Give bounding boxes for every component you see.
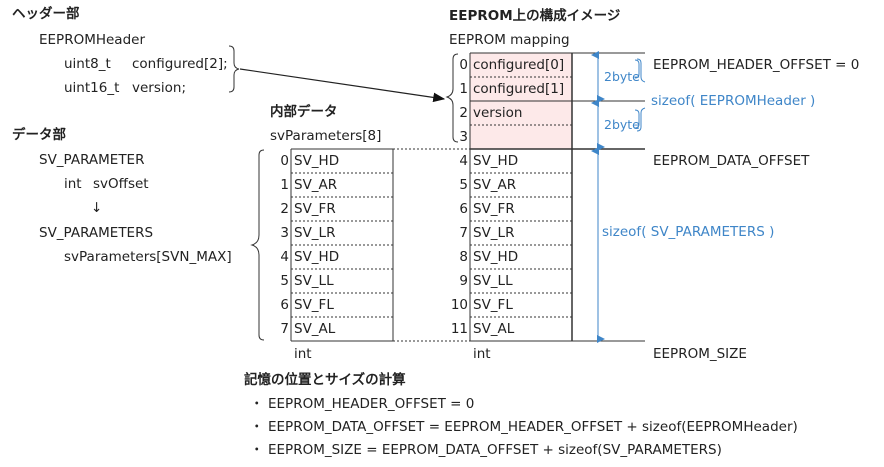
header-size-label: sizeof( EEPROMHeader ) bbox=[651, 93, 816, 109]
header-offset-label: EEPROM_HEADER_OFFSET = 0 bbox=[653, 57, 860, 73]
byte-brace bbox=[636, 58, 646, 132]
header-map-arrow bbox=[239, 68, 446, 103]
header-struct-name: EEPROMHeader bbox=[39, 32, 146, 48]
byte-a-brace bbox=[634, 59, 640, 79]
internal-row-cell: SV_AR bbox=[294, 177, 338, 193]
data-offset-label: EEPROM_DATA_OFFSET bbox=[653, 153, 810, 169]
eeprom-data-row-index: 6 bbox=[459, 201, 468, 217]
internal-row-index: 2 bbox=[280, 201, 289, 217]
eeprom-subtitle: EEPROM mapping bbox=[449, 32, 570, 48]
eeprom-header-row-index: 0 bbox=[459, 57, 468, 73]
calc-bullet-0: ・ bbox=[250, 396, 264, 412]
data-section-title: データ部 bbox=[12, 127, 66, 143]
eeprom-data-row-cell: SV_HD bbox=[473, 249, 519, 265]
eeprom-data-row-cell: SV_FR bbox=[473, 201, 515, 217]
data-size-label: sizeof( SV_PARAMETERS ) bbox=[602, 224, 775, 240]
data-array-struct: SV_PARAMETERS bbox=[39, 225, 154, 241]
internal-title: 内部データ bbox=[270, 104, 338, 120]
header-section-title: ヘッダー部 bbox=[12, 6, 80, 22]
header-field-type-1: uint16_t bbox=[64, 80, 120, 96]
internal-row-cell: SV_LR bbox=[294, 225, 336, 241]
eeprom-data-row-index: 5 bbox=[459, 177, 468, 193]
eeprom-header-row-index: 2 bbox=[459, 105, 468, 121]
internal-row-index: 5 bbox=[280, 273, 289, 289]
eeprom-data-row-cell: SV_HD bbox=[473, 153, 519, 169]
internal-row-cell: SV_HD bbox=[294, 249, 340, 265]
calc-item-0: EEPROM_HEADER_OFFSET = 0 bbox=[268, 396, 475, 412]
eeprom-header-row-cell: configured[1] bbox=[473, 81, 565, 97]
eeprom-data-row-cell: SV_LL bbox=[473, 273, 513, 289]
eeprom-data-row-index: 7 bbox=[459, 225, 468, 241]
data-field-name: svOffset bbox=[93, 176, 149, 192]
eeprom-data-row-index: 10 bbox=[450, 297, 468, 313]
calc-item-2: EEPROM_SIZE = EEPROM_DATA_OFFSET + sizeo… bbox=[268, 442, 722, 458]
eeprom-type-label: int bbox=[473, 346, 491, 362]
byte-b-label: 2byte bbox=[604, 117, 640, 132]
byte-a-label: 2byte bbox=[604, 69, 640, 84]
internal-row-cell: SV_LL bbox=[294, 273, 334, 289]
eeprom-data-row-index: 9 bbox=[459, 273, 468, 289]
internal-table-lines bbox=[290, 148, 394, 342]
eeprom-header-row-index: 3 bbox=[459, 129, 468, 145]
header-field-name-0: configured[2]; bbox=[132, 56, 228, 72]
data-section-brace bbox=[250, 149, 265, 341]
eeprom-title: EEPROM上の構成イメージ bbox=[449, 8, 621, 24]
eeprom-data-row-cell: SV_LR bbox=[473, 225, 515, 241]
internal-row-index: 3 bbox=[280, 225, 289, 241]
calc-bullet-1: ・ bbox=[250, 419, 264, 435]
eeprom-size-label: EEPROM_SIZE bbox=[653, 346, 747, 362]
header-struct-brace bbox=[228, 45, 240, 93]
internal-type-label: int bbox=[294, 346, 312, 362]
down-arrow-icon: ↓ bbox=[91, 200, 103, 216]
calc-item-1: EEPROM_DATA_OFFSET = EEPROM_HEADER_OFFSE… bbox=[268, 419, 798, 435]
eeprom-header-row-cell: configured[0] bbox=[473, 57, 565, 73]
eeprom-data-row-index: 8 bbox=[459, 249, 468, 265]
header-field-name-1: version; bbox=[132, 80, 186, 96]
eeprom-header-brace bbox=[445, 53, 459, 143]
internal-row-index: 1 bbox=[280, 177, 289, 193]
eeprom-data-row-index: 4 bbox=[459, 153, 468, 169]
internal-row-cell: SV_FR bbox=[294, 201, 336, 217]
internal-row-index: 7 bbox=[280, 321, 289, 337]
calc-title: 記憶の位置とサイズの計算 bbox=[244, 372, 406, 388]
internal-row-cell: SV_HD bbox=[294, 153, 340, 169]
internal-row-index: 6 bbox=[280, 297, 289, 313]
internal-array-label: svParameters[8] bbox=[270, 128, 382, 144]
internal-row-cell: SV_AL bbox=[294, 321, 336, 337]
calc-bullet-2: ・ bbox=[250, 442, 264, 458]
internal-row-cell: SV_FL bbox=[294, 297, 334, 313]
eeprom-data-row-cell: SV_FL bbox=[473, 297, 513, 313]
header-field-type-0: uint8_t bbox=[64, 56, 111, 72]
eeprom-header-row-cell: version bbox=[473, 105, 523, 121]
internal-row-index: 0 bbox=[280, 153, 289, 169]
data-field-type: int bbox=[64, 176, 82, 192]
internal-row-index: 4 bbox=[280, 249, 289, 265]
data-struct-name: SV_PARAMETER bbox=[39, 152, 145, 168]
eeprom-data-row-cell: SV_AL bbox=[473, 321, 515, 337]
eeprom-table-lines bbox=[469, 52, 645, 342]
eeprom-data-row-cell: SV_AR bbox=[473, 177, 517, 193]
byte-b-brace bbox=[634, 109, 640, 129]
eeprom-data-row-index: 11 bbox=[450, 321, 468, 337]
eeprom-header-row-index: 1 bbox=[459, 81, 468, 97]
data-array-field: svParameters[SVN_MAX] bbox=[64, 249, 232, 265]
